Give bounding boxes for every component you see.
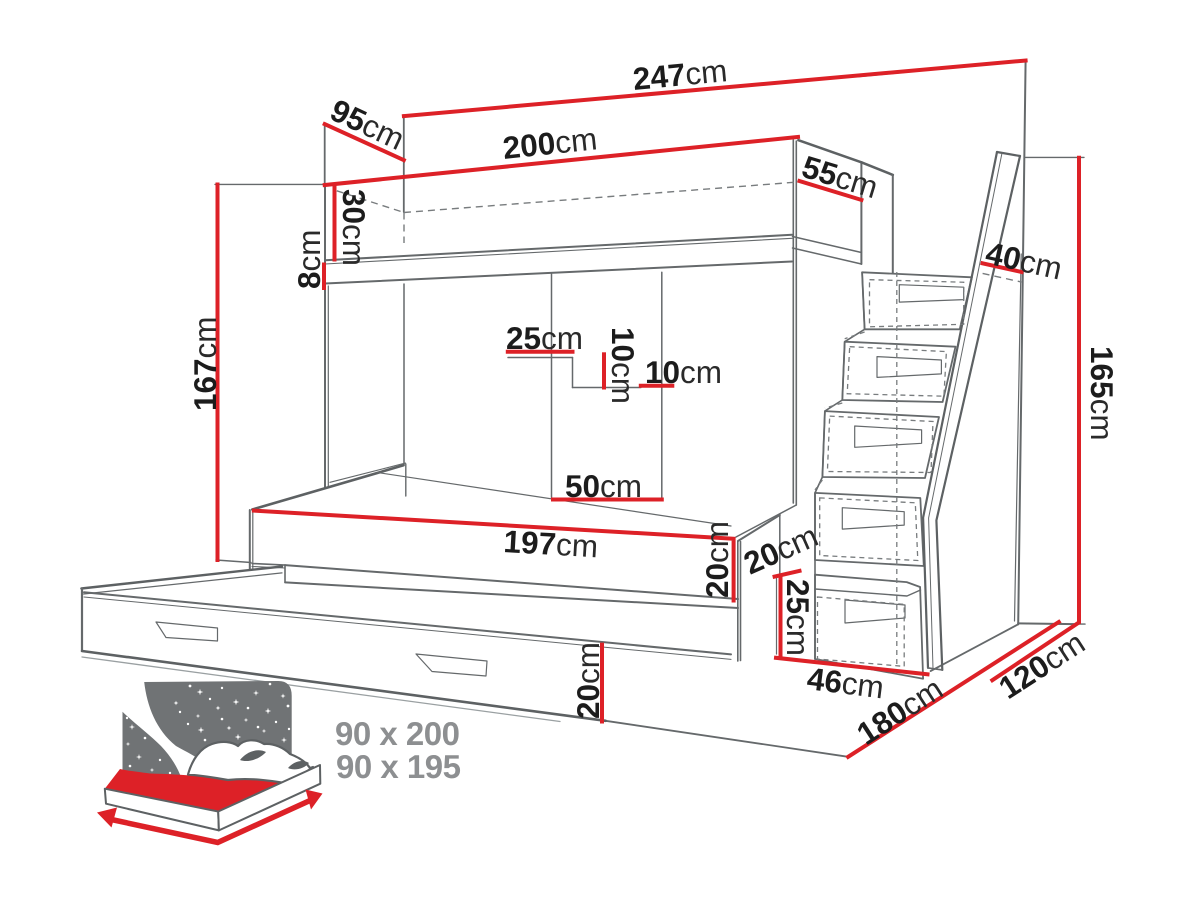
svg-text:20cm: 20cm — [570, 642, 606, 719]
svg-text:30cm: 30cm — [336, 189, 372, 266]
svg-text:25cm: 25cm — [506, 320, 583, 356]
svg-text:40cm: 40cm — [982, 235, 1065, 287]
svg-text:10cm: 10cm — [605, 327, 641, 404]
svg-text:50cm: 50cm — [565, 468, 642, 504]
svg-text:165cm: 165cm — [1084, 346, 1120, 441]
svg-text:90 x 195: 90 x 195 — [336, 748, 461, 785]
svg-text:90 x 200: 90 x 200 — [335, 715, 459, 752]
svg-text:8cm: 8cm — [291, 229, 327, 289]
svg-text:167cm: 167cm — [187, 316, 223, 411]
svg-text:20cm: 20cm — [699, 521, 735, 598]
svg-text:197cm: 197cm — [503, 523, 599, 564]
svg-text:10cm: 10cm — [645, 354, 722, 390]
svg-text:25cm: 25cm — [780, 579, 816, 656]
